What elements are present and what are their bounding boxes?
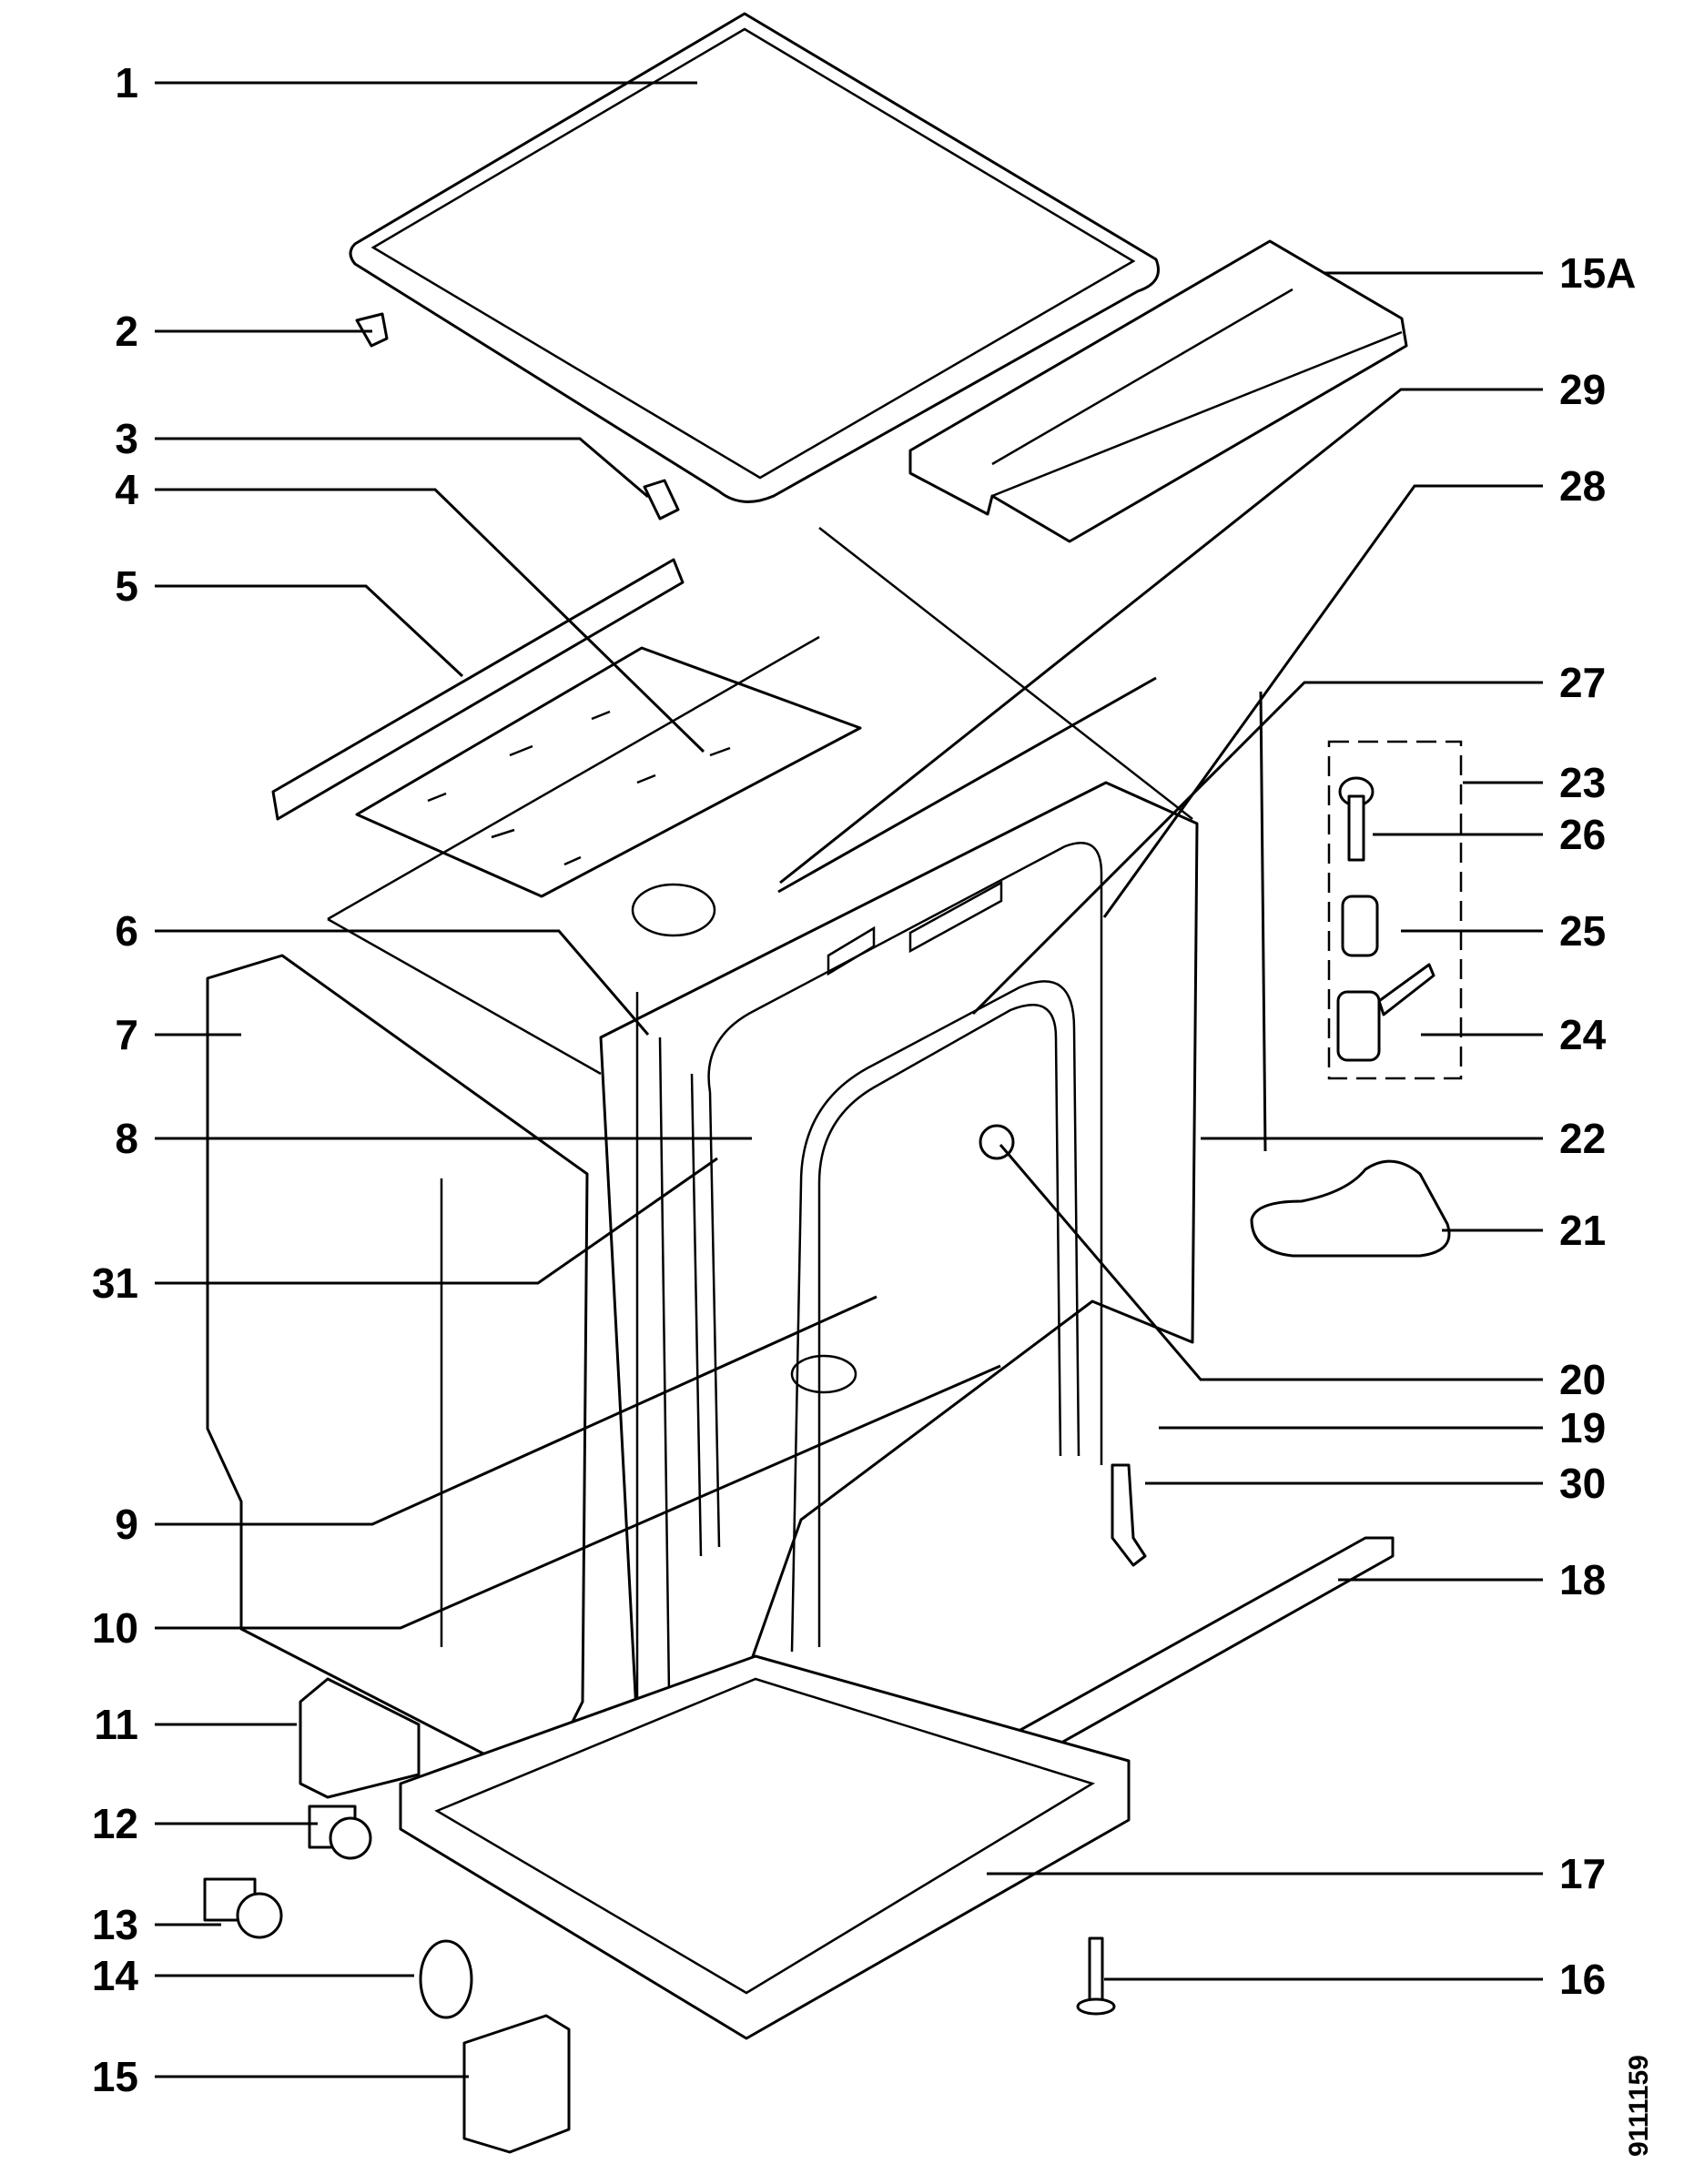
callout-16: 16 [1104,1956,1606,2003]
callout-label: 15 [92,2053,138,2100]
part-foot-13 [203,1877,283,1939]
callout-label: 4 [115,466,138,513]
callout-label: 31 [92,1259,138,1307]
leader-line [155,929,650,1036]
callout-23: 23 [1463,759,1606,806]
callout-label: 30 [1559,1460,1606,1507]
callout-label: 15A [1559,249,1636,297]
callout-19: 19 [1159,1404,1606,1451]
callout-13: 13 [92,1901,221,1948]
part-clip-3 [643,479,680,521]
callout-label: 28 [1559,462,1606,510]
callout-label: 27 [1559,659,1606,706]
leader-line [971,681,1543,1016]
callout-28: 28 [1102,462,1606,918]
leader-line [155,437,649,499]
callout-label: 11 [94,1701,138,1748]
callout-24: 24 [1421,1011,1607,1058]
leader-line [155,1157,718,1285]
callout-14: 14 [92,1952,414,1999]
callout-31: 31 [92,1157,718,1307]
callout-label: 14 [92,1952,139,1999]
part-bracket-11 [299,1677,421,1799]
callout-label: 8 [115,1115,138,1162]
callout-9: 9 [115,1295,878,1548]
callout-5: 5 [115,562,464,678]
part-base-17 [399,1654,1131,2040]
callout-30: 30 [1145,1460,1606,1507]
callout-25: 25 [1401,907,1606,955]
callout-label: 29 [1559,366,1606,413]
part-insulation-mat [355,646,862,898]
part-seal-14 [419,1939,473,2019]
callout-15A: 15A [1324,249,1636,297]
part-screw-16 [1076,1936,1116,2016]
callout-label: 18 [1559,1556,1606,1603]
callout-label: 5 [115,562,138,610]
callout-11: 11 [94,1701,297,1748]
part-kit-23 [1327,740,1463,1080]
part-worktop [349,12,1160,503]
leader-line [779,388,1543,885]
callout-label: 26 [1559,811,1606,858]
part-strip-5 [271,558,685,821]
callout-17: 17 [987,1850,1606,1897]
callout-12: 12 [92,1800,318,1847]
callout-29: 29 [779,366,1606,885]
callout-label: 25 [1559,907,1606,955]
callout-label: 10 [92,1604,138,1652]
part-rail-15a [908,239,1408,543]
callout-4: 4 [115,466,705,753]
callout-3: 3 [115,415,649,499]
part-rod-29 [777,676,1157,894]
callout-10: 10 [92,1364,1001,1652]
callout-22: 22 [1201,1115,1606,1162]
leader-line [155,1364,1001,1630]
part-filter-21 [1250,1159,1451,1258]
part-cover-15 [462,2014,571,2154]
callout-26: 26 [1373,811,1606,858]
part-rod-22 [1259,691,1267,1152]
callout-label: 21 [1559,1207,1606,1254]
callout-21: 21 [1442,1207,1606,1254]
callout-2: 2 [115,308,372,355]
callout-label: 20 [1559,1356,1606,1403]
callout-6: 6 [115,907,650,1036]
callout-label: 17 [1559,1850,1606,1897]
leader-line [1102,484,1543,918]
callout-label: 22 [1559,1115,1606,1162]
callout-7: 7 [115,1011,241,1058]
callout-label: 24 [1559,1011,1607,1058]
callout-label: 23 [1559,759,1606,806]
callout-1: 1 [115,59,697,106]
part-bracket-30 [1111,1463,1147,1567]
callout-8: 8 [115,1115,752,1162]
part-side-panel [206,954,589,1785]
leader-line [155,1295,878,1526]
callout-label: 3 [115,415,138,462]
callout-label: 12 [92,1800,138,1847]
callout-label: 1 [115,59,138,106]
leader-line [999,1144,1543,1381]
callout-label: 16 [1559,1956,1606,2003]
callout-label: 2 [115,308,138,355]
callout-label: 6 [115,907,138,955]
callout-27: 27 [971,659,1606,1016]
callout-label: 7 [115,1011,138,1058]
part-foot-12 [308,1805,372,1860]
callout-label: 19 [1559,1404,1606,1451]
drawing-code: 9111159 [1624,2055,1654,2157]
callout-20: 20 [999,1144,1606,1403]
callout-15: 15 [92,2053,469,2100]
callout-label: 9 [115,1501,138,1548]
leader-line [155,584,464,678]
callout-label: 13 [92,1901,138,1948]
callout-18: 18 [1338,1556,1606,1603]
leader-line [155,488,705,753]
